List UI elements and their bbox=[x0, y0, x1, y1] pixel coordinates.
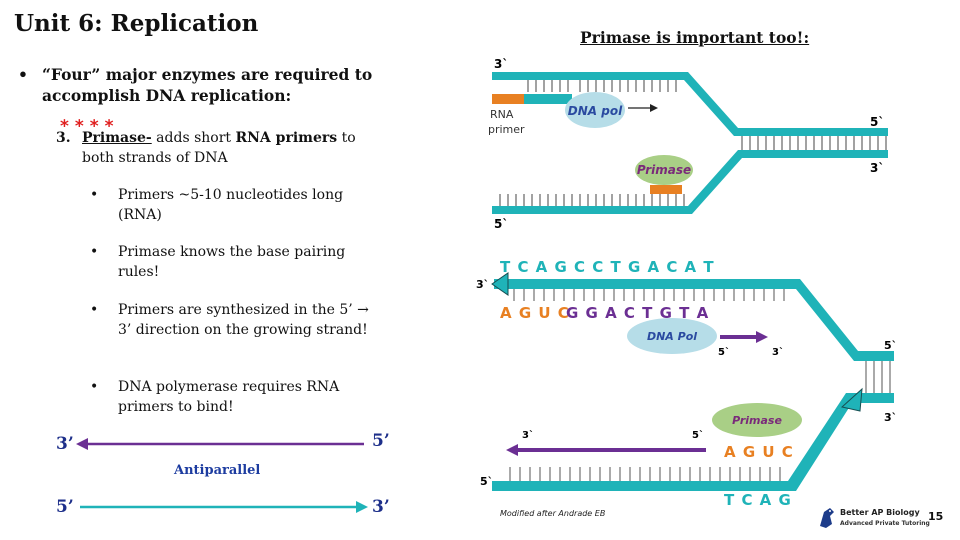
end-label: 5` bbox=[480, 475, 493, 488]
dna-pol-3-label: 3` bbox=[772, 346, 784, 358]
rna-primer-bar bbox=[492, 94, 524, 104]
template-top-sequence: T C A G C C T G A C A T bbox=[500, 258, 715, 276]
bullet-dot: • bbox=[18, 65, 28, 84]
sub-bullet-text: Primers are synthesized in the 5’ → 3’ d… bbox=[118, 302, 369, 338]
end-label: 3` bbox=[476, 278, 489, 291]
top-fork-diagram: DNA pol Primase 3` 5` 5` 3` RNA primer bbox=[488, 57, 888, 231]
lower-arrow-3-label: 3` bbox=[522, 429, 534, 441]
arrow-right-icon bbox=[756, 331, 768, 343]
antiparallel-top-left-label: 3’ bbox=[56, 434, 74, 454]
bottom-template-strand bbox=[492, 393, 894, 491]
end-label: 5` bbox=[494, 217, 508, 231]
dna-pol-5-label: 5` bbox=[718, 346, 730, 358]
sub-bullet: • Primers ~5-10 nucleotides long (RNA) bbox=[90, 186, 380, 225]
template-bottom-sequence: T C A G bbox=[724, 491, 792, 509]
new-strand-segment bbox=[524, 94, 572, 104]
strand-end-arrow-icon bbox=[491, 272, 509, 296]
handwritten-marks: ⁎⁎⁎⁎ bbox=[60, 112, 120, 132]
antiparallel-label: Antiparallel bbox=[174, 463, 261, 478]
primase-label: Primase bbox=[637, 163, 691, 177]
primase-bubble bbox=[635, 155, 693, 185]
bottom-fork-diagram: T C A G C C T G A C A T A G U C G G A C … bbox=[476, 258, 897, 509]
strand-end-arrow-icon bbox=[840, 387, 863, 412]
end-label: 5` bbox=[870, 115, 884, 129]
dna-pol-bubble bbox=[627, 318, 717, 354]
duplex-bases bbox=[865, 361, 891, 393]
item-number: 3. bbox=[56, 130, 71, 146]
sub-bullet: • Primase knows the base pairing rules! bbox=[90, 243, 380, 282]
top-template-strand bbox=[494, 279, 894, 361]
item-text-c: to both strands of DNA bbox=[82, 130, 356, 166]
top-strand bbox=[492, 72, 888, 136]
main-bullet-text: “Four” major enzymes are required to acc… bbox=[42, 65, 373, 105]
sub-bullet-text: Primase knows the base pairing rules! bbox=[118, 244, 346, 280]
sub-bullet-text: Primers ~5-10 nucleotides long (RNA) bbox=[118, 187, 344, 223]
bullet-dot: • bbox=[90, 187, 99, 203]
primase-primer-bar bbox=[650, 185, 682, 194]
right-heading: Primase is important too!: bbox=[580, 28, 810, 47]
antiparallel-bottom-right-label: 3’ bbox=[372, 497, 390, 517]
item-bold-rna-primers: RNA primers bbox=[235, 130, 338, 146]
rna-primer-label: RNA bbox=[490, 108, 514, 121]
bird-logo-icon bbox=[820, 508, 834, 528]
slide-title: Unit 6: Replication bbox=[14, 10, 259, 37]
top-strand-bases bbox=[513, 289, 785, 301]
primase-label: Primase bbox=[732, 414, 782, 427]
dna-pol-label: DNA Pol bbox=[647, 330, 697, 343]
primase-bubble bbox=[712, 403, 802, 437]
item-text-a: adds short bbox=[151, 130, 236, 146]
primase-term: Primase- bbox=[82, 130, 152, 146]
bullet-dot: • bbox=[90, 244, 99, 260]
sub-bullet-text: DNA polymerase requires RNA primers to b… bbox=[118, 379, 340, 415]
page-number: 15 bbox=[928, 510, 944, 523]
bullet-dot: • bbox=[90, 379, 99, 395]
new-dna-sequence: G G A C T G T A bbox=[566, 304, 709, 322]
bullet-dot: • bbox=[90, 302, 99, 318]
end-label: 3` bbox=[870, 161, 884, 175]
teal-arrow-right bbox=[80, 501, 368, 513]
brand-logo: Better AP Biology Advanced Private Tutor… bbox=[816, 504, 930, 532]
purple-arrow-left bbox=[76, 438, 364, 450]
image-credit: Modified after Andrade EB bbox=[500, 509, 606, 518]
end-label: 3` bbox=[884, 411, 897, 424]
top-strand-bases bbox=[527, 80, 677, 92]
bottom-strand-bases bbox=[509, 467, 781, 481]
sub-bullet: • DNA polymerase requires RNA primers to… bbox=[90, 378, 380, 417]
sub-bullet: • Primers are synthesized in the 5’ → 3’… bbox=[90, 301, 380, 340]
logo-tagline: Advanced Private Tutoring bbox=[840, 520, 930, 527]
logo-name: Better AP Biology bbox=[840, 508, 920, 517]
antiparallel-bottom-left-label: 5’ bbox=[56, 497, 74, 517]
item-body: Primase- adds short RNA primers to both … bbox=[82, 128, 376, 168]
arrow-left-icon bbox=[506, 444, 518, 456]
dna-pol-label: DNA pol bbox=[568, 104, 623, 118]
rna-primer-label: primer bbox=[488, 123, 525, 136]
main-bullet: • “Four” major enzymes are required to a… bbox=[18, 64, 398, 106]
antiparallel-top-right-label: 5’ bbox=[372, 431, 390, 451]
rna-primer-sequence: A G U C bbox=[500, 304, 570, 322]
lower-arrow-5-label: 5` bbox=[692, 429, 704, 441]
end-label: 3` bbox=[494, 57, 508, 71]
dna-pol-bubble bbox=[565, 92, 625, 128]
arrow-right-icon bbox=[650, 104, 658, 112]
duplex-bases bbox=[741, 136, 887, 150]
bottom-strand bbox=[492, 150, 888, 214]
primer-sequence: A G U C bbox=[724, 443, 794, 461]
end-label: 5` bbox=[884, 339, 897, 352]
bottom-strand-bases bbox=[499, 194, 685, 206]
list-item-primase: 3. Primase- adds short RNA primers to bo… bbox=[56, 128, 376, 168]
